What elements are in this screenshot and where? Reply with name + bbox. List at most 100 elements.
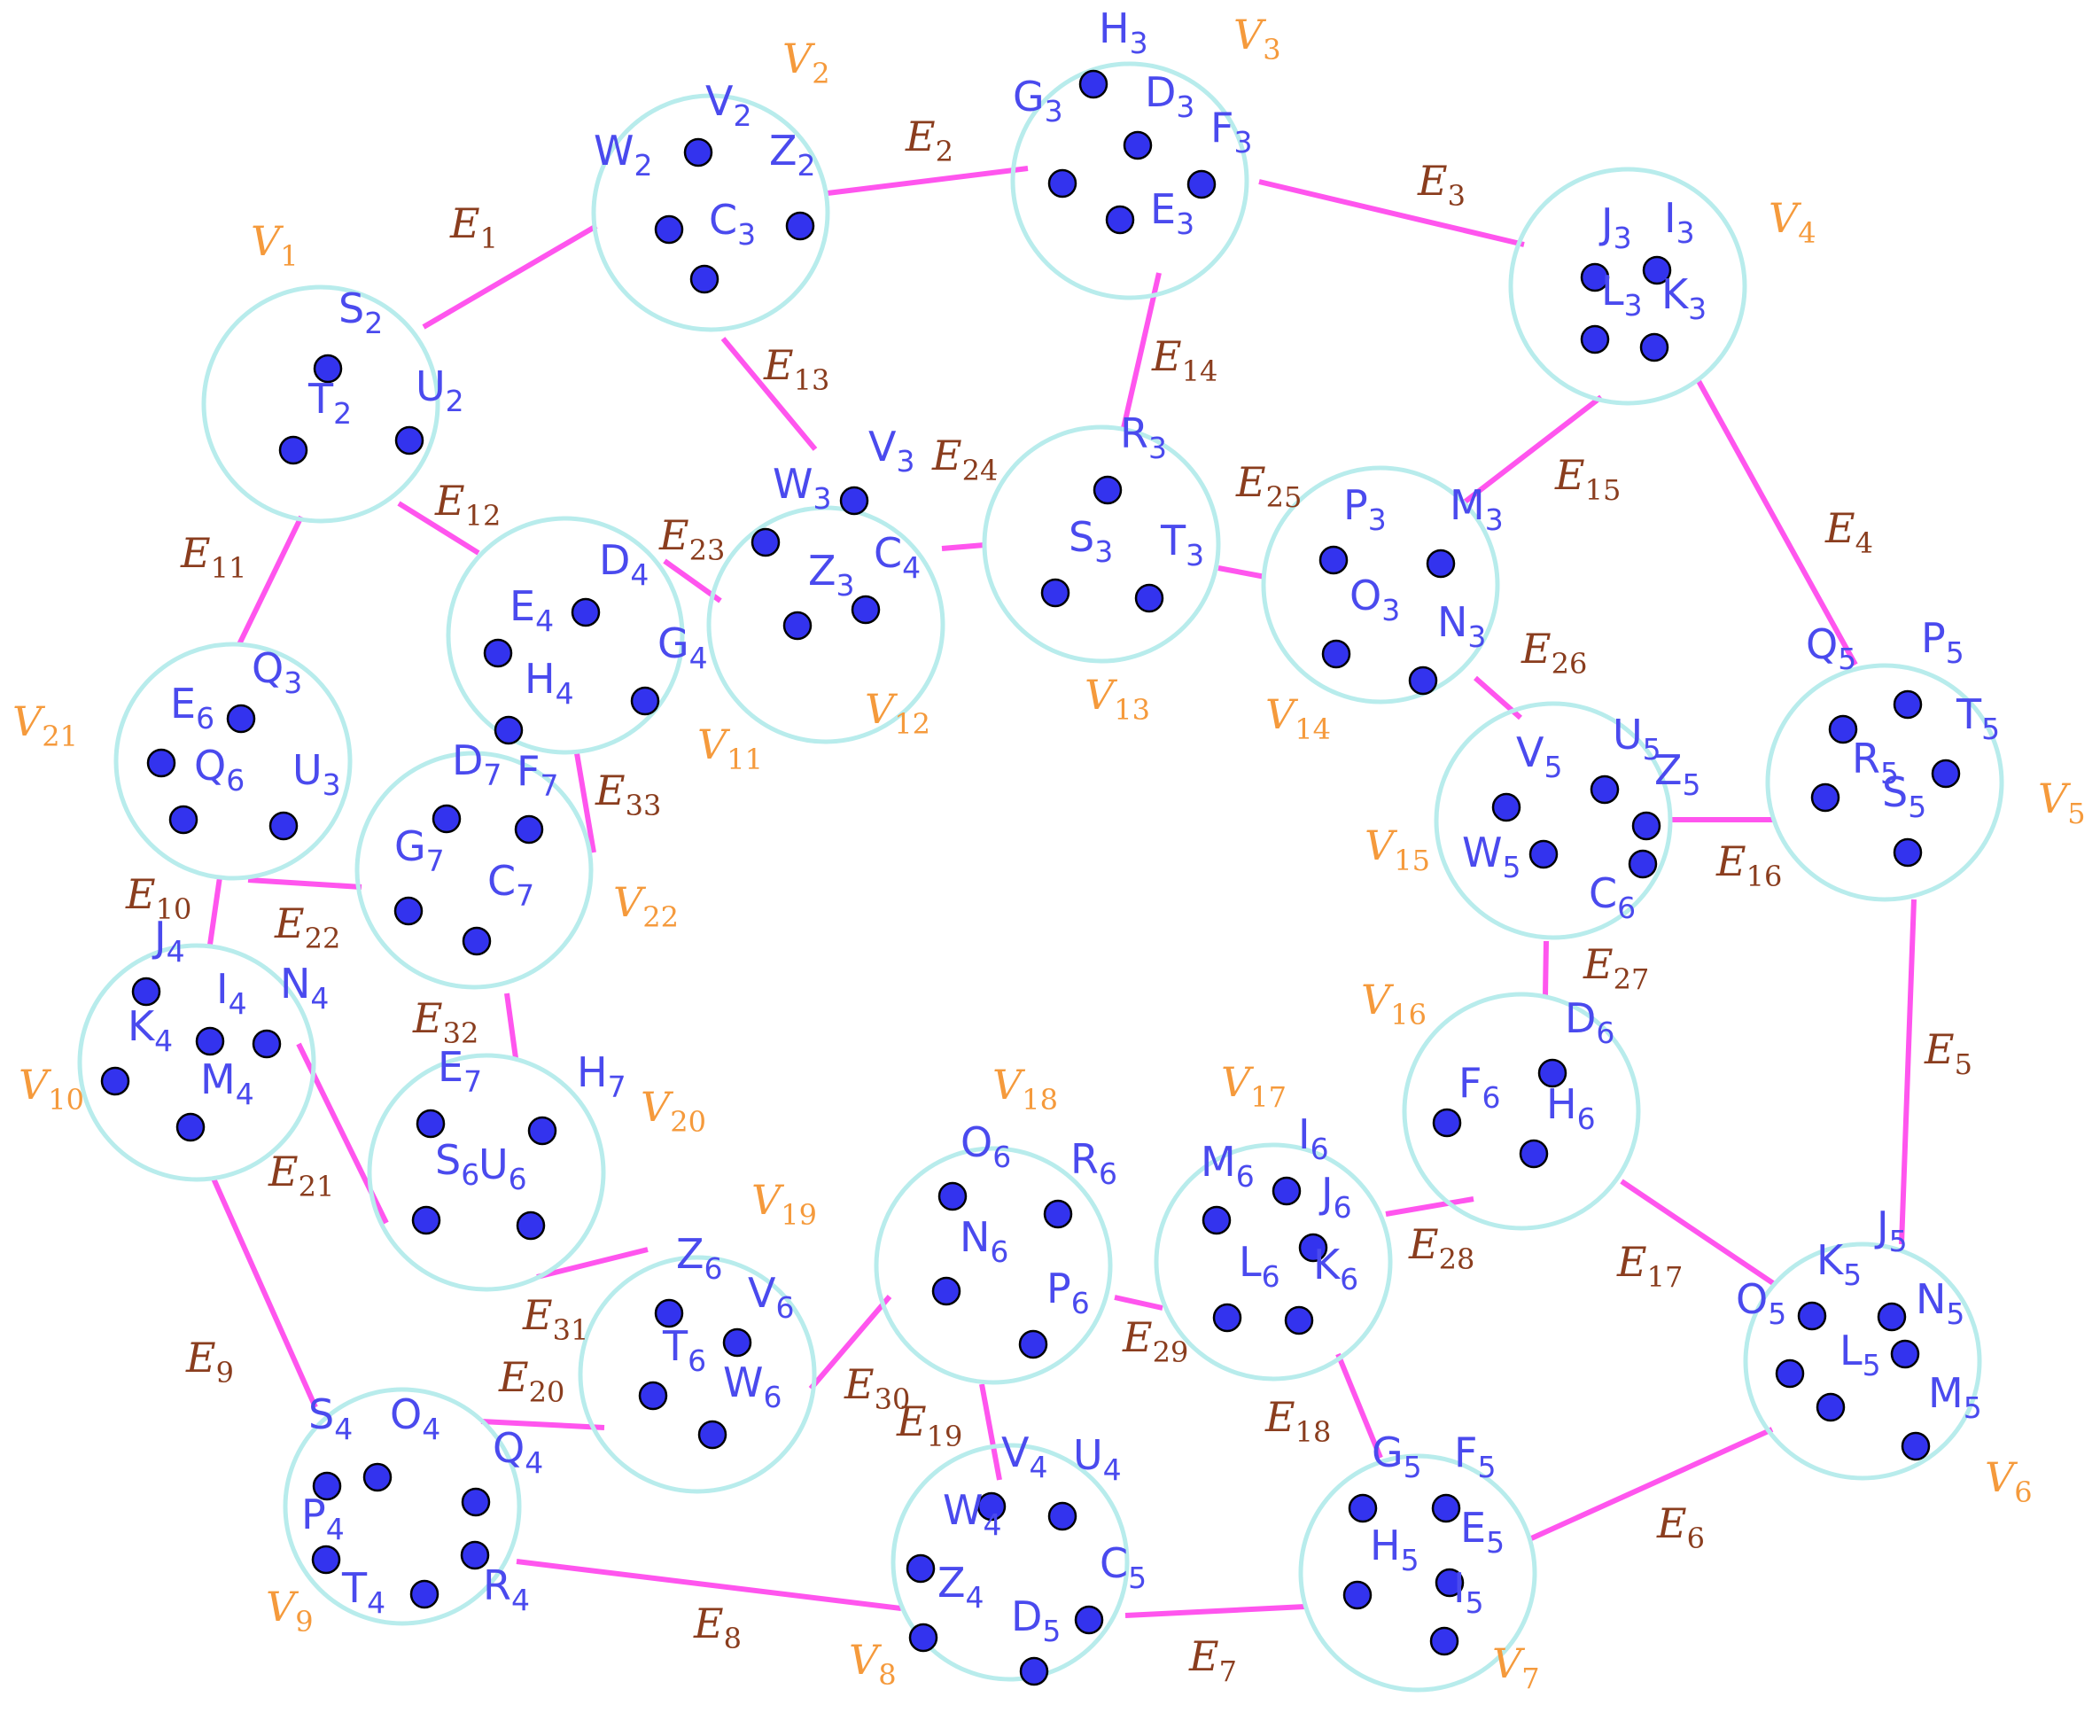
node-label-d3-subscript: 3 bbox=[1176, 90, 1194, 124]
edge-label-e28-subscript: 28 bbox=[1439, 1242, 1475, 1276]
node-dot-e5 bbox=[1435, 1568, 1465, 1598]
node-label-m4-main: M bbox=[200, 1055, 236, 1103]
node-label-v3-main: V bbox=[868, 423, 897, 471]
edge-label-e26-main: E bbox=[1521, 625, 1552, 673]
node-label-c5-main: C bbox=[1100, 1539, 1128, 1587]
node-dot-v6 bbox=[722, 1327, 752, 1358]
vertex-label-v14: V14 bbox=[1265, 690, 1331, 746]
node-dot-m5 bbox=[1901, 1431, 1931, 1461]
vertex-label-v11-main: V bbox=[697, 720, 731, 768]
node-label-w3-main: W bbox=[773, 460, 813, 508]
node-label-n4-main: N bbox=[280, 960, 310, 1008]
vertex-label-v15: V15 bbox=[1365, 821, 1430, 877]
node-label-z3-main: Z bbox=[808, 547, 836, 595]
edge-label-e20: E20 bbox=[498, 1353, 564, 1409]
edge-label-e22: E22 bbox=[274, 899, 340, 955]
edge-e28 bbox=[1385, 1196, 1474, 1217]
node-label-e5-subscript: 5 bbox=[1486, 1525, 1505, 1560]
edge-e20 bbox=[480, 1419, 605, 1430]
vertex-label-v20-subscript: 20 bbox=[670, 1105, 706, 1139]
node-dot-j3 bbox=[1580, 262, 1610, 292]
node-label-u4-subscript: 4 bbox=[1103, 1452, 1122, 1487]
edge-label-e12: E12 bbox=[434, 477, 501, 533]
edge-label-e11-main: E bbox=[180, 529, 211, 577]
node-label-j5: J5 bbox=[1874, 1203, 1908, 1258]
node-label-m5-main: M bbox=[1928, 1369, 1964, 1417]
node-label-v2-main: V bbox=[705, 77, 734, 125]
vertex-label-v11: V11 bbox=[697, 720, 763, 776]
node-label-o5-main: O bbox=[1736, 1275, 1768, 1323]
node-dot-d5 bbox=[1019, 1656, 1049, 1686]
vertex-label-v4-subscript: 4 bbox=[1798, 216, 1816, 250]
edge-e6 bbox=[1528, 1427, 1774, 1542]
node-label-f7: F7 bbox=[517, 747, 558, 803]
node-label-j3-subscript: 3 bbox=[1614, 221, 1632, 255]
node-label-k4-subscript: 4 bbox=[154, 1024, 173, 1058]
vertex-circle-v17 bbox=[1154, 1142, 1393, 1382]
node-dot-w3 bbox=[751, 527, 781, 557]
edge-label-e2: E2 bbox=[905, 113, 953, 168]
node-label-h3-main: H bbox=[1099, 4, 1130, 52]
node-label-f6-main: F bbox=[1458, 1059, 1482, 1107]
node-label-t3-main: T bbox=[1160, 517, 1186, 564]
node-dot-e7 bbox=[416, 1109, 446, 1139]
edge-label-e11-subscript: 11 bbox=[211, 551, 247, 585]
edge-label-e23-main: E bbox=[658, 511, 689, 559]
node-label-t2: T2 bbox=[307, 375, 352, 431]
vertex-label-v19: V19 bbox=[751, 1176, 817, 1232]
node-label-h4: H4 bbox=[525, 655, 574, 711]
node-dot-c5 bbox=[1074, 1605, 1104, 1635]
edge-label-e17: E17 bbox=[1616, 1238, 1683, 1294]
edge-e33 bbox=[574, 752, 596, 853]
vertex-circle-v20 bbox=[367, 1053, 606, 1292]
edge-label-e3-main: E bbox=[1417, 157, 1448, 205]
node-label-h6-main: H bbox=[1546, 1080, 1577, 1128]
node-label-e6: E6 bbox=[170, 680, 214, 736]
node-dot-j6 bbox=[1298, 1233, 1328, 1263]
vertex-circle-v6 bbox=[1743, 1242, 1982, 1481]
node-dot-o6 bbox=[937, 1181, 968, 1211]
edge-label-e6: E6 bbox=[1656, 1499, 1705, 1555]
node-label-l3-subscript: 3 bbox=[1624, 288, 1643, 323]
node-label-c6-main: C bbox=[1589, 869, 1617, 917]
node-label-c4-subscript: 4 bbox=[902, 550, 921, 585]
edge-label-e22-subscript: 22 bbox=[305, 922, 341, 955]
node-label-w3: W3 bbox=[773, 460, 831, 516]
vertex-label-v1-main: V bbox=[251, 217, 284, 265]
node-dot-h4 bbox=[494, 715, 524, 745]
node-dot-p4 bbox=[311, 1545, 341, 1575]
node-label-g7-main: G bbox=[394, 822, 426, 870]
vertex-label-v18-subscript: 18 bbox=[1022, 1083, 1058, 1117]
edge-label-e27-main: E bbox=[1583, 940, 1614, 988]
node-label-t4: T4 bbox=[341, 1564, 385, 1620]
node-label-k6: K6 bbox=[1313, 1241, 1358, 1296]
node-dot-v4 bbox=[976, 1491, 1007, 1522]
node-dot-t6 bbox=[638, 1381, 668, 1411]
node-label-u2-subscript: 2 bbox=[446, 384, 464, 418]
node-label-k3: K3 bbox=[1661, 270, 1707, 326]
edge-label-e30-subscript: 30 bbox=[875, 1382, 911, 1416]
vertex-circle-v7 bbox=[1298, 1453, 1537, 1693]
vertex-label-v2-subscript: 2 bbox=[812, 57, 829, 90]
node-dot-q3 bbox=[226, 704, 256, 734]
edge-e32 bbox=[504, 993, 518, 1059]
vertex-label-v9-main: V bbox=[266, 1583, 299, 1631]
vertex-circle-v10 bbox=[77, 943, 316, 1182]
node-label-k6-subscript: 6 bbox=[1340, 1262, 1358, 1296]
node-label-i6: I6 bbox=[1298, 1110, 1329, 1166]
vertex-label-v15-subscript: 15 bbox=[1394, 844, 1430, 877]
node-label-v4-subscript: 4 bbox=[1029, 1450, 1047, 1484]
node-label-j3: J3 bbox=[1598, 199, 1632, 255]
node-label-q4: Q4 bbox=[493, 1424, 543, 1480]
node-label-s2-main: S bbox=[338, 284, 364, 332]
node-dot-m4 bbox=[175, 1112, 206, 1142]
vertex-label-v2: V2 bbox=[782, 35, 830, 90]
edge-label-e33-subscript: 33 bbox=[626, 789, 662, 822]
node-label-j5-main: J bbox=[1874, 1203, 1889, 1250]
edge-label-e1-main: E bbox=[449, 199, 480, 247]
